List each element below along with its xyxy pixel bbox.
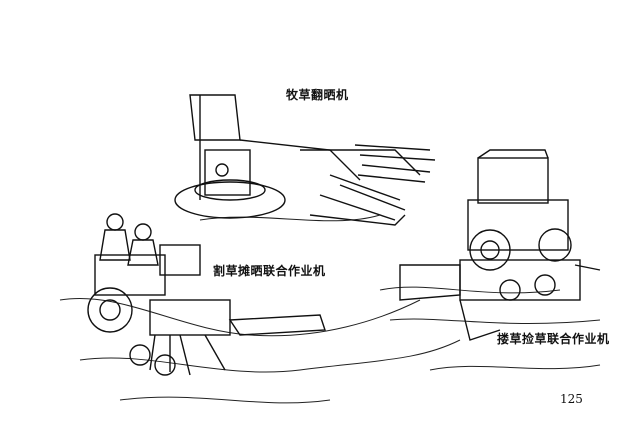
ground-strokes	[59, 214, 601, 404]
windrow-baler-machine	[399, 149, 601, 341]
hay-tedder-label: 牧草翻晒机	[286, 88, 349, 102]
hay-tedder-machine	[174, 94, 436, 226]
mower-spreader-machine	[87, 213, 326, 376]
mower-spreader-label: 割草摊晒联合作业机	[213, 264, 326, 278]
page-number: 125	[560, 392, 583, 406]
windrow-baler-label: 搂草捡草联合作业机	[497, 332, 610, 346]
